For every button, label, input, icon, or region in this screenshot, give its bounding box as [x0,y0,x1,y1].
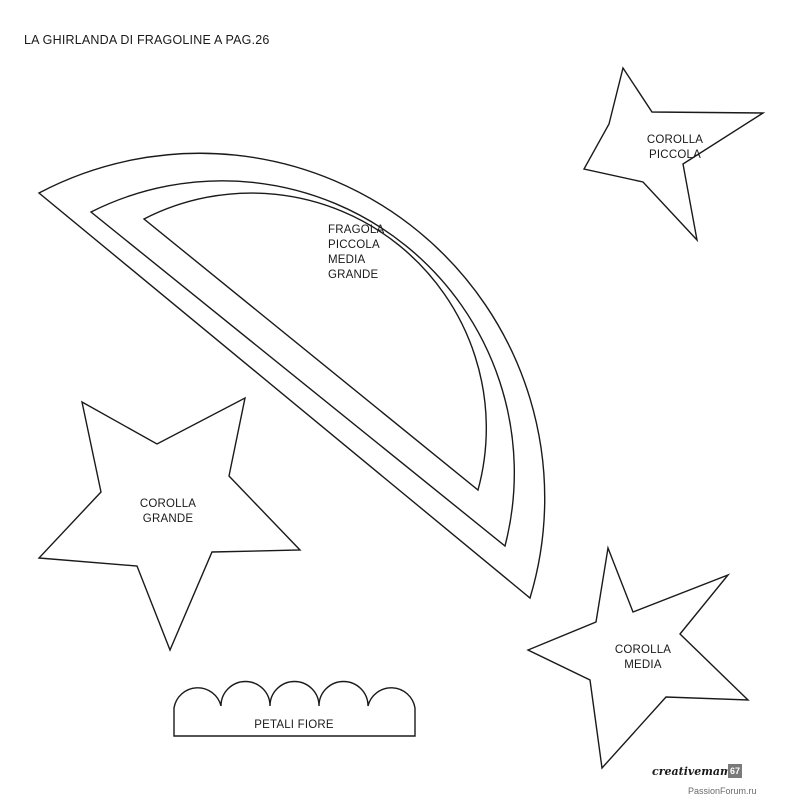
corolla-media-label-line: COROLLA [614,644,672,656]
fragola-piccola-outline [142,192,488,492]
corolla-media-label: COROLLA MEDIA [603,643,683,673]
page-title: LA GHIRLANDA DI FRAGOLINE A PAG.26 [24,33,270,47]
petali-fiore-label: PETALI FIORE [244,718,344,733]
corolla-grande-label: COROLLA GRANDE [128,497,208,527]
corolla-grande-label-line: GRANDE [142,513,194,525]
corolla-grande-star [37,396,302,652]
petali-fiore-outline [173,680,416,737]
corolla-piccola-label-line: COROLLA [646,134,704,146]
fragola-grande-outline [37,152,546,600]
corolla-piccola-star [582,66,766,243]
corolla-piccola-label-line: PICCOLA [649,149,701,161]
page-number-badge: 67 [728,764,742,778]
fragola-media-outline [89,180,516,548]
fragola-label-line: FRAGOLA [328,224,385,236]
corolla-media-star [526,545,750,770]
fragola-label: FRAGOLA PICCOLA MEDIA GRANDE [328,223,384,283]
fragola-label-line: MEDIA [328,254,366,266]
corolla-media-label-line: MEDIA [624,659,662,671]
brand-logo: creativemamy [652,765,739,778]
fragola-label-line: GRANDE [328,269,379,281]
watermark-text: PassionForum.ru [688,786,757,796]
fragola-label-line: PICCOLA [328,239,380,251]
corolla-grande-label-line: COROLLA [139,498,197,510]
petali-fiore-label-text: PETALI FIORE [254,719,334,731]
corolla-piccola-label: COROLLA PICCOLA [635,133,715,163]
